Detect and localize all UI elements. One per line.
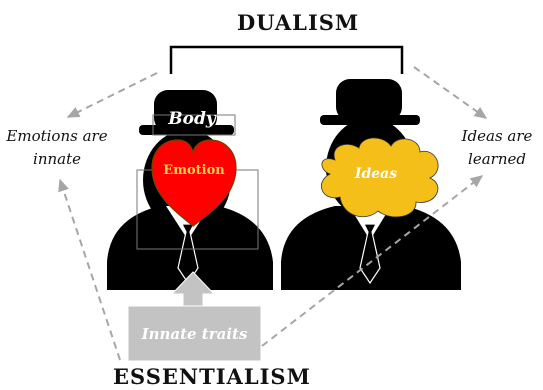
ideas-learned-label: Ideas are learned [452, 125, 542, 172]
arrow-to-emotions [66, 72, 158, 118]
ideas-learned-line2: learned [468, 150, 526, 169]
essentialism-title: ESSENTIALISM [113, 364, 311, 389]
dualism-bracket [169, 45, 404, 74]
emotions-innate-line2: innate [33, 150, 81, 169]
ideas-cloud [320, 137, 439, 218]
emotions-innate-line1: Emotions are [6, 127, 108, 145]
dualism-title: DUALISM [237, 10, 360, 35]
emotions-innate-label: Emotions are innate [6, 125, 108, 172]
arrow-essentialism-to-emotions [58, 178, 121, 361]
body-label: Body [168, 109, 216, 129]
innate-traits-box [127, 305, 262, 362]
arrow-traits-to-ideas [261, 175, 484, 347]
ideas-learned-line1: Ideas are [461, 127, 533, 145]
emotion-label: Emotion [163, 163, 225, 178]
innate-traits-label: Innate traits [141, 325, 248, 343]
ideas-label: Ideas [354, 166, 398, 182]
emotion-heart [151, 139, 237, 227]
arrow-to-ideas [413, 66, 488, 119]
